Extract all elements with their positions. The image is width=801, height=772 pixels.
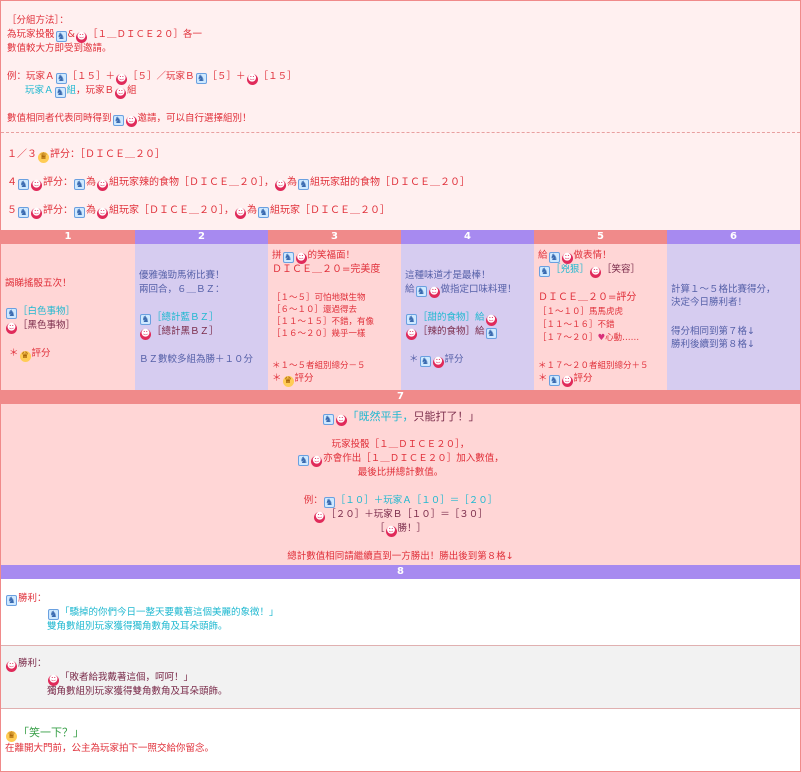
unicorn-icon: ♞ — [48, 609, 59, 620]
devil-icon: ☻ — [75, 32, 87, 43]
section-7-header: 7 — [1, 390, 800, 404]
devil-icon: ☻ — [295, 253, 307, 264]
devil-icon: ☻ — [6, 661, 17, 672]
devil-icon: ☻ — [314, 512, 326, 523]
cell-3: 拼♞☻的笑福面！ ＤＩＣＥ＿２０=完美度 ［１～５］可怕地獄生物 ［６～１０］還… — [268, 244, 401, 390]
divider — [1, 132, 800, 133]
devil-icon: ☻ — [590, 267, 602, 278]
devil-icon: ☻ — [97, 208, 108, 219]
unicorn-icon: ♞ — [406, 314, 417, 325]
unicorn-icon: ♞ — [18, 179, 29, 190]
devil-icon: ☻ — [140, 329, 151, 340]
devil-icon: ☻ — [485, 315, 497, 326]
column-header-1: 1 — [1, 230, 135, 244]
footer: ♛「笑一下？」 在離開大門前，公主為玩家拍下一照交給你留念。 — [1, 709, 800, 771]
unicorn-icon: ♞ — [140, 314, 151, 325]
section-8-header: 8 — [1, 565, 800, 579]
devil-icon: ☻ — [48, 675, 59, 686]
unicorn-icon: ♞ — [258, 207, 269, 218]
unicorn-icon: ♞ — [298, 179, 309, 190]
devil-icon: ☻ — [432, 357, 444, 368]
unicorn-icon: ♞ — [55, 31, 67, 42]
unicorn-icon: ♞ — [485, 328, 497, 339]
unicorn-icon: ♞ — [74, 207, 85, 218]
section-8-devil: ☻勝利： ☻「敗者給我戴著這個，呵呵！」 獨角數組別玩家獲得雙角數角及耳朵頭飾。 — [1, 646, 800, 708]
unicorn-icon: ♞ — [323, 497, 335, 508]
devil-icon: ☻ — [561, 253, 573, 264]
unicorn-icon: ♞ — [322, 414, 334, 425]
cell-6: 計算１～５格比賽得分， 決定今日勝利者！ 得分相同到第７格↓ 勝利後續到第８格↓ — [667, 244, 800, 390]
column-header-6: 6 — [667, 230, 800, 244]
princess-icon: ♛ — [282, 376, 294, 387]
unicorn-icon: ♞ — [415, 286, 427, 297]
unicorn-icon: ♞ — [18, 207, 29, 218]
unicorn-icon: ♞ — [419, 356, 431, 367]
heart-icon: ♥ — [597, 333, 606, 343]
devil-icon: ☻ — [335, 415, 347, 426]
unicorn-icon: ♞ — [74, 179, 85, 190]
devil-icon: ☻ — [246, 74, 258, 85]
intro-line-5: 玩家Ａ♞組，玩家Ｂ☻組 — [25, 85, 137, 99]
column-header-row: 1 2 3 4 5 6 — [1, 230, 800, 244]
section-7-title: ♞☻「既然平手，只能打了！」 — [322, 410, 480, 426]
intro-line-4: 例：玩家Ａ♞［１５］＋☻［５］／玩家Ｂ♞［５］＋☻［１５］ — [7, 71, 297, 85]
divider — [1, 645, 800, 646]
devil-icon: ☻ — [116, 74, 128, 85]
devil-icon: ☻ — [385, 526, 397, 537]
devil-icon: ☻ — [31, 208, 42, 219]
cell-row: 謁睇搖骰五次！ ♞［白色事物］ ☻［黑色事物］ ＊♛評分 優雅強勁馬術比賽！ 兩… — [1, 244, 800, 390]
unicorn-icon: ♞ — [6, 308, 17, 319]
intro-line-3: 數值較大方即受到邀請。 — [7, 43, 112, 54]
scoring-line-2: ４♞☻評分：♞為☻組玩家辣的食物［ＤＩＣＥ＿２０］，☻為♞組玩家甜的食物［ＤＩＣ… — [7, 177, 470, 191]
unicorn-icon: ♞ — [548, 252, 560, 263]
devil-icon: ☻ — [275, 180, 286, 191]
unicorn-icon: ♞ — [54, 87, 66, 98]
unicorn-icon: ♞ — [282, 252, 294, 263]
section-8-unicorn: ♞勝利： ♞「驕掉的你們今日一整天要戴著這個美麗的象徵！」 雙角數組別玩家獲得獨… — [1, 579, 800, 645]
unicorn-icon: ♞ — [298, 455, 310, 466]
column-header-4: 4 — [401, 230, 534, 244]
unicorn-icon: ♞ — [195, 73, 207, 84]
unicorn-icon: ♞ — [6, 595, 17, 606]
devil-icon: ☻ — [125, 116, 137, 127]
devil-icon: ☻ — [561, 376, 573, 387]
cell-2: 優雅強勁馬術比賽！ 兩回合，６＿ＢＺ： ♞［總計藍ＢＺ］ ☻［總計黑ＢＺ］ ＢＺ… — [135, 244, 268, 390]
devil-icon: ☻ — [406, 329, 417, 340]
princess-icon: ♛ — [19, 351, 31, 362]
intro-line-2: 為玩家投骰♞&☻［１＿ＤＩＣＥ２０］各一 — [7, 29, 202, 43]
scoring-line-1: １／３♛評分：［ＤＩＣＥ＿２０］ — [7, 149, 165, 163]
cell-1: 謁睇搖骰五次！ ♞［白色事物］ ☻［黑色事物］ ＊♛評分 — [1, 244, 135, 390]
devil-icon: ☻ — [31, 180, 42, 191]
unicorn-icon: ♞ — [548, 375, 560, 386]
unicorn-icon: ♞ — [55, 73, 67, 84]
intro-line-1: ［分組方法］： — [7, 15, 69, 26]
column-header-5: 5 — [534, 230, 667, 244]
cell-5: 給♞☻做表情！ ♞［兇狠］☻［笑容］ ＤＩＣＥ＿２０=評分 ［１～１０］馬馬虎虎… — [534, 244, 667, 390]
devil-icon: ☻ — [97, 180, 108, 191]
intro-line-6: 數值相同者代表同時得到♞☻邀請，可以自行選擇組別！ — [7, 113, 252, 127]
column-header-2: 2 — [135, 230, 268, 244]
section-7: ♞☻「既然平手，只能打了！」 玩家投骰［１＿ＤＩＣＥ２０］， ♞☻亦會作出［１＿… — [1, 404, 800, 565]
scoring-line-3: ５♞☻評分：♞為☻組玩家［ＤＩＣＥ＿２０］，☻為♞組玩家［ＤＩＣＥ＿２０］ — [7, 205, 390, 219]
devil-icon: ☻ — [115, 88, 127, 99]
unicorn-icon: ♞ — [112, 115, 124, 126]
devil-icon: ☻ — [235, 208, 246, 219]
column-header-3: 3 — [268, 230, 401, 244]
devil-icon: ☻ — [311, 456, 323, 467]
unicorn-icon: ♞ — [539, 266, 550, 277]
princess-icon: ♛ — [38, 152, 49, 163]
divider — [1, 708, 800, 709]
devil-icon: ☻ — [6, 323, 17, 334]
princess-icon: ♛ — [6, 731, 17, 742]
cell-4: 這種味道才是最棒！ 給♞☻做指定口味料理！ ♞［甜的食物］給☻ ☻［辣的食物］給… — [401, 244, 534, 390]
devil-icon: ☻ — [428, 287, 440, 298]
